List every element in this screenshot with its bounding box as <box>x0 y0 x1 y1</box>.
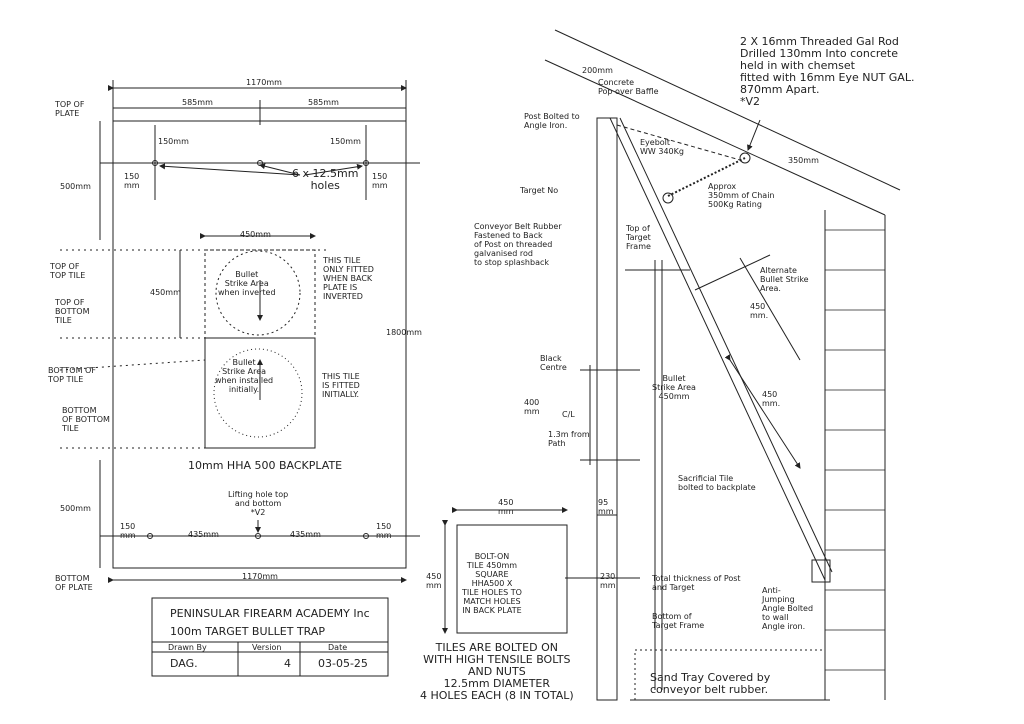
dim-350: 350mm <box>788 156 819 165</box>
anti-jump-angle <box>811 559 831 583</box>
black-centre: Black Centre <box>540 354 567 372</box>
tile-note-inverted: THIS TILE ONLY FITTED WHEN BACK PLATE IS… <box>323 256 374 301</box>
plate-label: 10mm HHA 500 BACKPLATE <box>188 459 343 472</box>
dim-450-alt: 450 mm. <box>750 302 769 320</box>
chain-note: Approx 350mm of Chain 500Kg Rating <box>708 182 775 209</box>
total-thickness: Total thickness of Post and Target <box>652 574 741 592</box>
centre-line: C/L <box>562 410 575 419</box>
dim-overall-height: 1800mm <box>386 328 422 337</box>
title-block-frame <box>151 597 389 677</box>
title-value-drawn: DAG. <box>170 657 198 670</box>
sand-tray: Sand Tray Covered by conveyor belt rubbe… <box>650 671 771 696</box>
post-bolted: Post Bolted to Angle Iron. <box>524 112 580 130</box>
bolt-on-tile <box>456 524 568 634</box>
alt-strike: Alternate Bullet Strike Area. <box>760 266 809 293</box>
top-of-target-frame: Top of Target Frame <box>626 224 651 251</box>
label-top-of-bottom-tile: TOP OF BOTTOM TILE <box>55 298 90 325</box>
conveyor-note: Conveyor Belt Rubber Fastened to Back of… <box>474 222 562 267</box>
dim-half-left: 585mm <box>182 98 213 107</box>
label-bottom-of-plate: BOTTOM OF PLATE <box>55 574 93 592</box>
dim-hole-offset-right: 150mm <box>330 137 361 146</box>
bolt-tile-text: BOLT-ON TILE 450mm SQUARE HHA500 X TILE … <box>462 552 522 615</box>
post <box>596 117 618 701</box>
bullet-strike-section: Bullet Strike Area 450mm <box>652 374 696 401</box>
title-drawing: 100m TARGET BULLET TRAP <box>170 625 326 638</box>
title-header-drawn: Drawn By <box>168 643 207 652</box>
dim-230: 230 mm <box>600 572 616 590</box>
bottom-target-frame: Bottom of Target Frame <box>652 612 705 630</box>
dim-overall-width-bottom: 1170mm <box>242 572 278 581</box>
dim-hole-offset-left: 150mm <box>158 137 189 146</box>
title-header-date: Date <box>328 643 348 652</box>
dim-200: 200mm <box>582 66 613 75</box>
dim-500-bottom: 500mm <box>60 504 91 513</box>
anti-jumping: Anti- Jumping Angle Bolted to wall Angle… <box>762 586 814 631</box>
label-top-of-top-tile: TOP OF TOP TILE <box>50 262 86 280</box>
holes-note: 6 x 12.5mm holes <box>292 167 359 192</box>
dim-95: 95 mm <box>598 498 614 516</box>
dim-tile-width: 450mm <box>240 230 271 239</box>
dim-bottom-435-left: 435mm <box>188 530 219 539</box>
lifting-hole-note: Lifting hole top and bottom *V2 <box>228 490 289 517</box>
title-value-version: 4 <box>284 657 291 670</box>
bullet-strike-inverted: Bullet Strike Area when inverted <box>218 270 276 297</box>
dim-450-side: 450 mm. <box>762 390 781 408</box>
title-header-version: Version <box>252 643 282 652</box>
title-company: PENINSULAR FIREARM ACADEMY Inc <box>170 607 370 620</box>
dim-bottom-150-left: 150 mm <box>120 522 136 540</box>
dim-side-150-right: 150 mm <box>372 172 388 190</box>
label-bottom-of-bottom-tile: BOTTOM OF BOTTOM TILE <box>62 406 110 433</box>
bolt-tile-height: 450 mm <box>426 572 442 590</box>
eyebolt: Eyebolt WW 340Kg <box>640 138 684 156</box>
bullet-strike-initial: Bullet Strike Area when installed initia… <box>215 358 274 394</box>
target-no: Target No <box>520 186 559 195</box>
dim-400: 400 mm <box>524 398 540 416</box>
title-value-date: 03-05-25 <box>318 657 368 670</box>
dim-tile-height: 450mm <box>150 288 181 297</box>
bolt-tile-note: TILES ARE BOLTED ON WITH HIGH TENSILE BO… <box>420 641 574 702</box>
dim-500-top: 500mm <box>60 182 91 191</box>
inclined-backplate <box>609 117 826 581</box>
sacrificial-tile: Sacrificial Tile bolted to backplate <box>678 474 756 492</box>
dim-overall-width: 1170mm <box>246 78 282 87</box>
tile-bottom <box>204 337 316 449</box>
rod-note: 2 X 16mm Threaded Gal Rod Drilled 130mm … <box>740 35 915 108</box>
tile-note-initial: THIS TILE IS FITTED INITIALLY. <box>322 372 360 399</box>
bolt-tile-width: 450 mm <box>498 498 514 516</box>
label-bottom-of-top-tile: BOTTOM OF TOP TILE <box>48 366 96 384</box>
dim-side-150-left: 150 mm <box>124 172 140 190</box>
dim-bottom-150-right: 150 mm <box>376 522 392 540</box>
dim-half-right: 585mm <box>308 98 339 107</box>
concrete-baffle: Concrete Pop over Baffle <box>598 78 659 96</box>
dim-bottom-435-right: 435mm <box>290 530 321 539</box>
from-path: 1.3m from Path <box>548 430 590 448</box>
label-top-of-plate: TOP OF PLATE <box>55 100 85 118</box>
